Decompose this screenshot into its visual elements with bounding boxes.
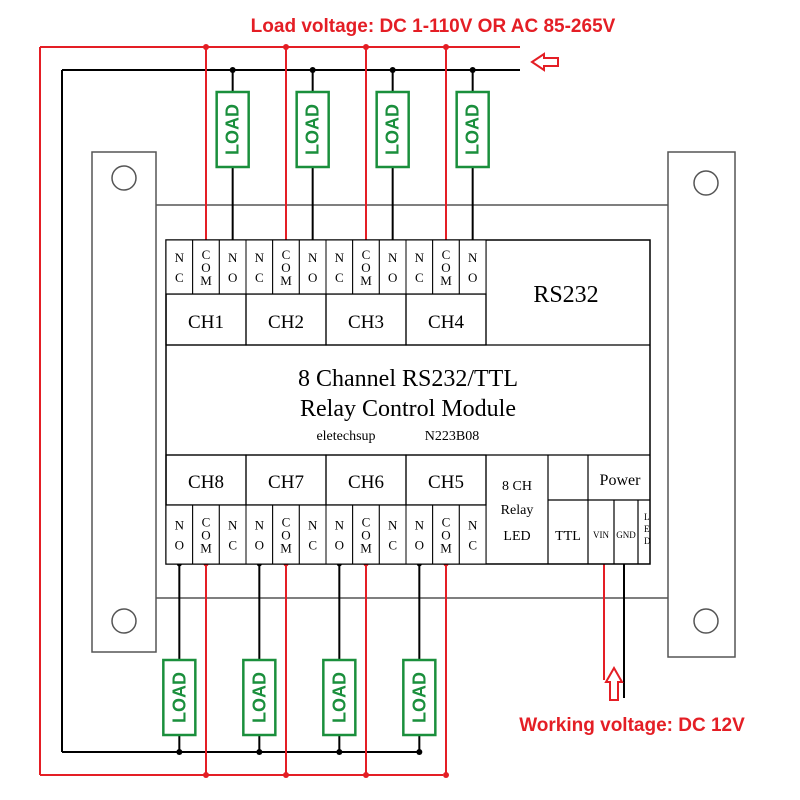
load-voltage-label: Load voltage: DC 1-110V OR AC 85-265V (251, 16, 616, 37)
mounting-bracket-left (91, 151, 157, 653)
load-label: LOAD (409, 672, 429, 723)
load-box-top-4: LOAD (455, 90, 490, 169)
channel-label-ch3: CH3 (348, 312, 384, 333)
bottom-terminal-4-3 (458, 504, 487, 565)
channel-label-ch7: CH7 (268, 472, 304, 493)
load-label: LOAD (169, 672, 189, 723)
working-voltage-label: Working voltage: DC 12V (519, 715, 745, 736)
load-input-arrow (530, 52, 559, 72)
load-box-bottom-2: LOAD (242, 658, 277, 737)
channel-label-ch6: CH6 (348, 472, 384, 493)
model-label: N223B08 (425, 429, 479, 444)
load-label: LOAD (303, 104, 323, 155)
relay-led-line1: 8 CH (502, 479, 532, 494)
power-input-arrow (604, 665, 624, 701)
relay-led-line3: LED (503, 529, 530, 544)
loads-top: LOAD LOAD LOAD LOAD (215, 90, 490, 169)
bottom-terminal-4-2 (432, 504, 460, 565)
top-terminal-4-1 (405, 239, 434, 295)
ttl-label: TTL (555, 529, 581, 544)
load-box-bottom-1: LOAD (162, 658, 197, 737)
load-box-top-2: LOAD (295, 90, 330, 169)
power-label: Power (600, 472, 642, 489)
channel-cell-bottom (405, 454, 487, 506)
top-terminal-1-3 (218, 239, 247, 295)
top-terminal-2-3 (298, 239, 327, 295)
load-box-top-1: LOAD (215, 90, 250, 169)
top-terminal-2-1 (245, 239, 274, 295)
brand-label: eletechsup (316, 429, 375, 444)
power-led-label: L E D (644, 512, 652, 546)
top-terminal-1-2 (192, 239, 220, 295)
load-label: LOAD (329, 672, 349, 723)
top-terminal-3-3 (378, 239, 407, 295)
channel-label-ch4: CH4 (428, 312, 464, 333)
load-label: LOAD (249, 672, 269, 723)
module-title-line1: 8 Channel RS232/TTL (298, 366, 518, 392)
channel-label-ch5: CH5 (428, 472, 464, 493)
bottom-terminal-2-1 (245, 504, 274, 565)
red-wires (39, 46, 605, 776)
top-terminal-4-3 (458, 239, 487, 295)
loads-bottom: LOAD LOAD LOAD LOAD (162, 658, 437, 737)
relay-led-line2: Relay (501, 503, 534, 518)
load-box-bottom-3: LOAD (322, 658, 357, 737)
top-terminal-1-1 (165, 239, 194, 295)
black-wires (61, 69, 625, 753)
load-label: LOAD (383, 104, 403, 155)
module-title-line2: Relay Control Module (300, 396, 516, 422)
load-box-top-3: LOAD (375, 90, 410, 169)
rs232-label: RS232 (533, 282, 598, 308)
gnd-label: GND (616, 530, 636, 540)
channel-label-ch1: CH1 (188, 312, 224, 333)
channel-cell-top (405, 293, 487, 346)
bottom-terminal-2-3 (298, 504, 327, 565)
channel-label-ch8: CH8 (188, 472, 224, 493)
load-label: LOAD (463, 104, 483, 155)
bottom-terminal-3-3 (378, 504, 407, 565)
channel-label-ch2: CH2 (268, 312, 304, 333)
mounting-bracket-right (667, 151, 736, 658)
bottom-terminal-1-1 (165, 504, 194, 565)
vin-label: VIN (593, 530, 609, 540)
bottom-terminal-4-1 (405, 504, 434, 565)
load-box-bottom-4: LOAD (402, 658, 437, 737)
bottom-terminal-1-3 (218, 504, 247, 565)
bottom-terminal-3-1 (325, 504, 354, 565)
enclosure-rail (156, 204, 668, 599)
load-label: LOAD (223, 104, 243, 155)
top-terminal-3-1 (325, 239, 354, 295)
